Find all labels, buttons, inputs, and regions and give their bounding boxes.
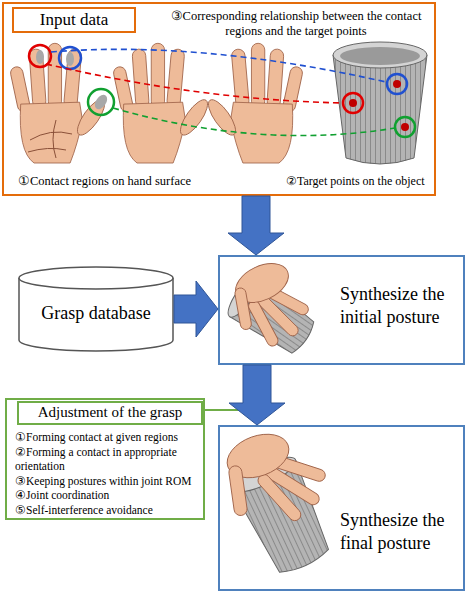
process-label: Synthesize the final posture xyxy=(340,509,464,555)
panel-heading: Adjustment of the grasp xyxy=(17,401,203,425)
cylinder-top xyxy=(19,267,173,289)
list-item: ⑤Self-interference avoidance xyxy=(15,503,199,518)
block-arrow xyxy=(228,196,284,255)
input-data-panel: Input data ③Corresponding relationship be… xyxy=(2,2,436,196)
target-circle xyxy=(343,74,415,137)
list-item: ④Joint coordination xyxy=(15,488,199,503)
list-item: ①Forming contact at given regions xyxy=(15,430,199,445)
initial-grasp-illustration xyxy=(223,256,320,361)
database-cylinder: Grasp database xyxy=(18,266,174,352)
cup-illustration xyxy=(333,42,427,164)
hand-illustration xyxy=(9,43,303,163)
block-arrow xyxy=(229,365,285,425)
adjustment-panel: Adjustment of the grasp ①Forming contact … xyxy=(5,398,205,520)
annotation-text: ①Contact regions on hand surface xyxy=(18,174,258,189)
final-grasp-illustration xyxy=(221,426,338,580)
list-item: ②Forming a contact in appropriate orient… xyxy=(15,445,199,474)
annotation-text: ③Corresponding relationship between the … xyxy=(162,9,430,39)
block-arrow xyxy=(174,281,218,337)
correspondence-line xyxy=(46,49,395,135)
contact-circle xyxy=(29,45,114,115)
process-box: Synthesize the final posture xyxy=(218,425,465,591)
leader-line xyxy=(205,409,243,411)
annotation-text: ②Target points on the object xyxy=(286,174,436,189)
process-label: Synthesize the initial posture xyxy=(340,283,464,329)
database-label: Grasp database xyxy=(18,302,174,324)
process-box: Synthesize the initial posture xyxy=(218,255,465,365)
panel-heading: Input data xyxy=(12,7,136,33)
list-item: ③Keeping postures within joint ROM xyxy=(15,474,199,489)
